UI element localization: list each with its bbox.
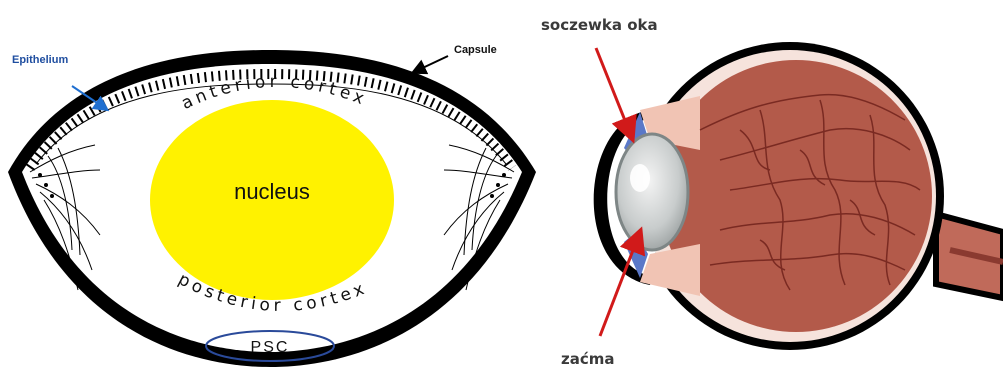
lens-label: soczewka oka [541, 16, 658, 34]
lens [616, 134, 688, 250]
lens-cross-section: nucleus anterior cortex posterior cortex… [8, 44, 536, 367]
cataract-label: zaćma [561, 350, 615, 367]
capsule-label: Capsule [454, 44, 497, 56]
eye-illustration: soczewka oka zaćma [541, 16, 1003, 367]
retina [660, 60, 932, 332]
lens-pointer-arrow [596, 48, 632, 138]
nucleus-label: nucleus [234, 179, 310, 204]
epithelium-label: Epithelium [12, 54, 68, 66]
psc-label: PSC [251, 339, 290, 356]
capsule-arrow [414, 56, 448, 72]
